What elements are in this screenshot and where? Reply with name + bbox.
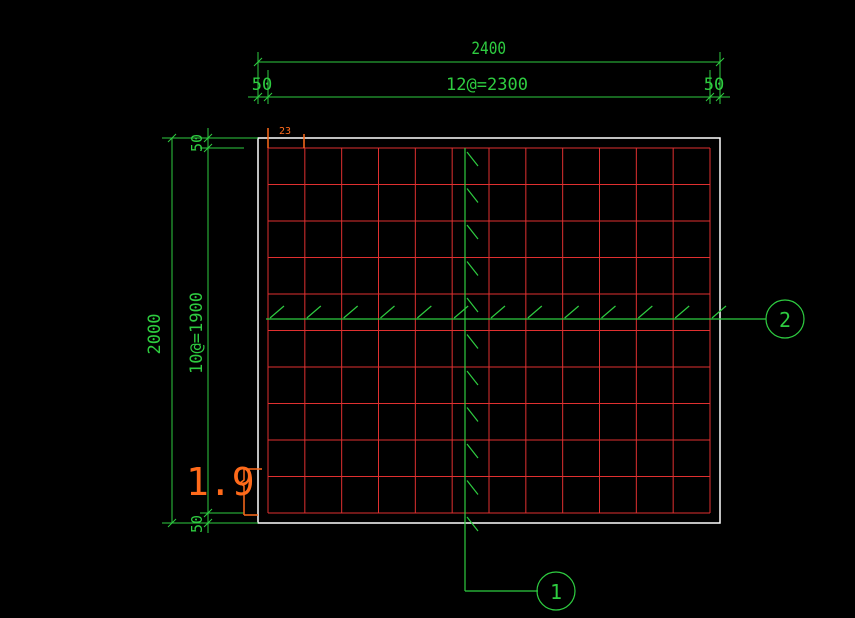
callout-2-circle — [765, 299, 805, 339]
rebar-hatch-mark — [674, 305, 690, 319]
rebar-hatch-mark — [490, 305, 506, 319]
top-total-dimension: 2400 — [471, 38, 506, 58]
rebar-hatch-mark — [380, 305, 395, 319]
rebar-hatch-mark — [466, 151, 479, 167]
note-bracket-brace — [238, 469, 245, 515]
rebar-hatch-mark — [466, 297, 479, 313]
tick — [203, 518, 213, 528]
rebar-hatch-mark — [453, 305, 469, 319]
top-left-cover-dimension: 50 — [252, 75, 272, 95]
large-number-note: 1.9 — [186, 460, 255, 504]
rebar-hatch-mark — [466, 407, 479, 422]
tick — [705, 92, 715, 102]
top-right-cover-dimension: 50 — [704, 75, 724, 95]
slab-outline — [257, 137, 721, 524]
tick — [253, 92, 263, 102]
rebar-hatch-mark — [601, 305, 616, 319]
tick — [167, 518, 177, 528]
rebar-hatch-mark — [564, 305, 580, 319]
rebar-hatch-mark — [466, 370, 479, 386]
tick — [203, 133, 213, 143]
tick — [263, 92, 273, 102]
rebar-hatch-mark — [466, 443, 479, 459]
rebar-hatch-mark — [711, 305, 727, 319]
callout-2-label: 2 — [779, 308, 791, 332]
rebar-hatch-mark — [466, 261, 479, 276]
top-dimensions — [248, 52, 730, 104]
left-total-dimension: 2000 — [145, 314, 165, 355]
rebar-hatch-mark — [637, 305, 653, 319]
top-spacing-dimension: 12@=2300 — [446, 75, 528, 95]
orange-annotations — [238, 128, 305, 516]
callout-1-label: 1 — [550, 580, 562, 604]
tick — [715, 57, 725, 67]
rebar-grid — [267, 147, 711, 514]
rebar-line-1-hatches — [466, 151, 479, 532]
rebar-hatch-mark — [269, 305, 285, 319]
left-bottom-cover-dimension: 50 — [188, 515, 206, 533]
rebar-hatch-mark — [466, 188, 479, 203]
rebar-hatch-mark — [466, 224, 479, 240]
left-dimensions — [162, 128, 258, 533]
left-top-cover-dimension: 50 — [188, 134, 206, 152]
tick — [253, 57, 263, 67]
rebar-hatch-mark — [527, 305, 543, 319]
left-spacing-dimension: 10@=1900 — [187, 292, 207, 374]
tick — [203, 143, 213, 153]
callout-1: 1 — [536, 571, 576, 611]
callout-1-circle — [536, 571, 576, 611]
rebar-hatch-mark — [343, 305, 359, 319]
rebar-hatch-mark — [466, 480, 479, 495]
tick — [167, 133, 177, 143]
reinforcement-lines — [266, 148, 766, 592]
rebar-hatch-mark — [306, 305, 322, 319]
rebar-hatch-mark — [466, 334, 479, 349]
rebar-line-2-hatches — [269, 305, 727, 319]
callout-2: 2 — [765, 299, 805, 339]
tick — [715, 92, 725, 102]
rebar-hatch-mark — [466, 516, 479, 532]
small-offset-note: 23 — [279, 126, 291, 137]
tick — [203, 508, 213, 518]
rebar-hatch-mark — [416, 305, 432, 319]
